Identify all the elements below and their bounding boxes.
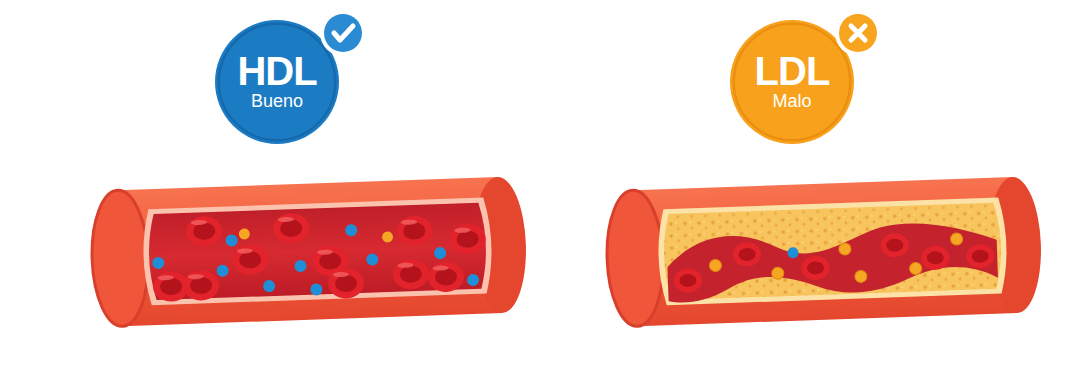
badge-disc <box>324 14 362 52</box>
clogged-vessel <box>605 176 1043 327</box>
hdl-particle <box>345 224 357 236</box>
cut-edge <box>657 197 1008 305</box>
narrowed-lumen <box>666 221 998 303</box>
label-circle: LDLMalo <box>730 20 854 144</box>
hdl-particle <box>216 265 228 277</box>
hdl-particle <box>434 247 446 259</box>
red-blood-cell <box>396 215 433 246</box>
circle-ring <box>219 24 336 141</box>
red-blood-cell <box>733 242 762 267</box>
badge-ring <box>320 10 366 56</box>
circle-fill <box>730 20 854 144</box>
ldl-particle <box>709 259 721 271</box>
ldl-particle <box>772 267 784 279</box>
vessel-cap <box>90 189 151 327</box>
vessel-wall <box>633 177 1018 326</box>
red-blood-cell <box>880 233 909 258</box>
ldl-particle <box>382 231 393 242</box>
hdl-particle <box>787 247 798 258</box>
red-blood-cell <box>273 213 310 244</box>
hdl-particle <box>294 260 306 272</box>
badge-disc <box>839 14 877 52</box>
circle-ring <box>734 24 851 141</box>
vessel-cap <box>605 189 666 327</box>
ldl-particle <box>950 233 962 245</box>
badge-ring <box>835 10 881 56</box>
node-heading: HDL <box>237 51 316 91</box>
label-circle: HDLBueno <box>215 20 339 144</box>
red-blood-cell <box>674 268 703 293</box>
ldl-particle <box>855 270 867 282</box>
node-subtext: Bueno <box>251 91 303 113</box>
node-heading: LDL <box>755 51 830 91</box>
red-blood-cell <box>921 245 950 270</box>
ldl-particle <box>839 243 851 255</box>
red-blood-cell <box>966 244 995 269</box>
red-blood-cell <box>186 216 223 247</box>
check-mark <box>334 26 353 40</box>
node-subtext: Malo <box>772 91 811 113</box>
vessel-wall <box>118 177 503 326</box>
cut-edge <box>142 197 493 305</box>
cross-badge <box>835 10 881 56</box>
hdl-particle <box>225 234 237 246</box>
ldl-particle <box>239 228 250 239</box>
red-blood-cell <box>232 244 269 275</box>
hdl-particle <box>467 274 479 286</box>
check-badge <box>320 10 366 56</box>
healthy-vessel <box>90 176 528 327</box>
hdl-particle <box>263 280 275 292</box>
circle-fill <box>215 20 339 144</box>
red-blood-cell <box>392 259 429 290</box>
vessel-lumen <box>148 203 488 301</box>
cross-mark <box>851 26 865 40</box>
ldl-particle <box>909 262 921 274</box>
red-blood-cell <box>183 270 220 301</box>
hdl-particle <box>310 283 322 295</box>
red-blood-cell <box>328 268 365 299</box>
hdl-particle <box>366 253 378 265</box>
red-blood-cell <box>427 261 464 292</box>
hdl-particle <box>152 257 164 269</box>
red-blood-cell <box>449 224 486 255</box>
red-blood-cell <box>801 256 830 281</box>
